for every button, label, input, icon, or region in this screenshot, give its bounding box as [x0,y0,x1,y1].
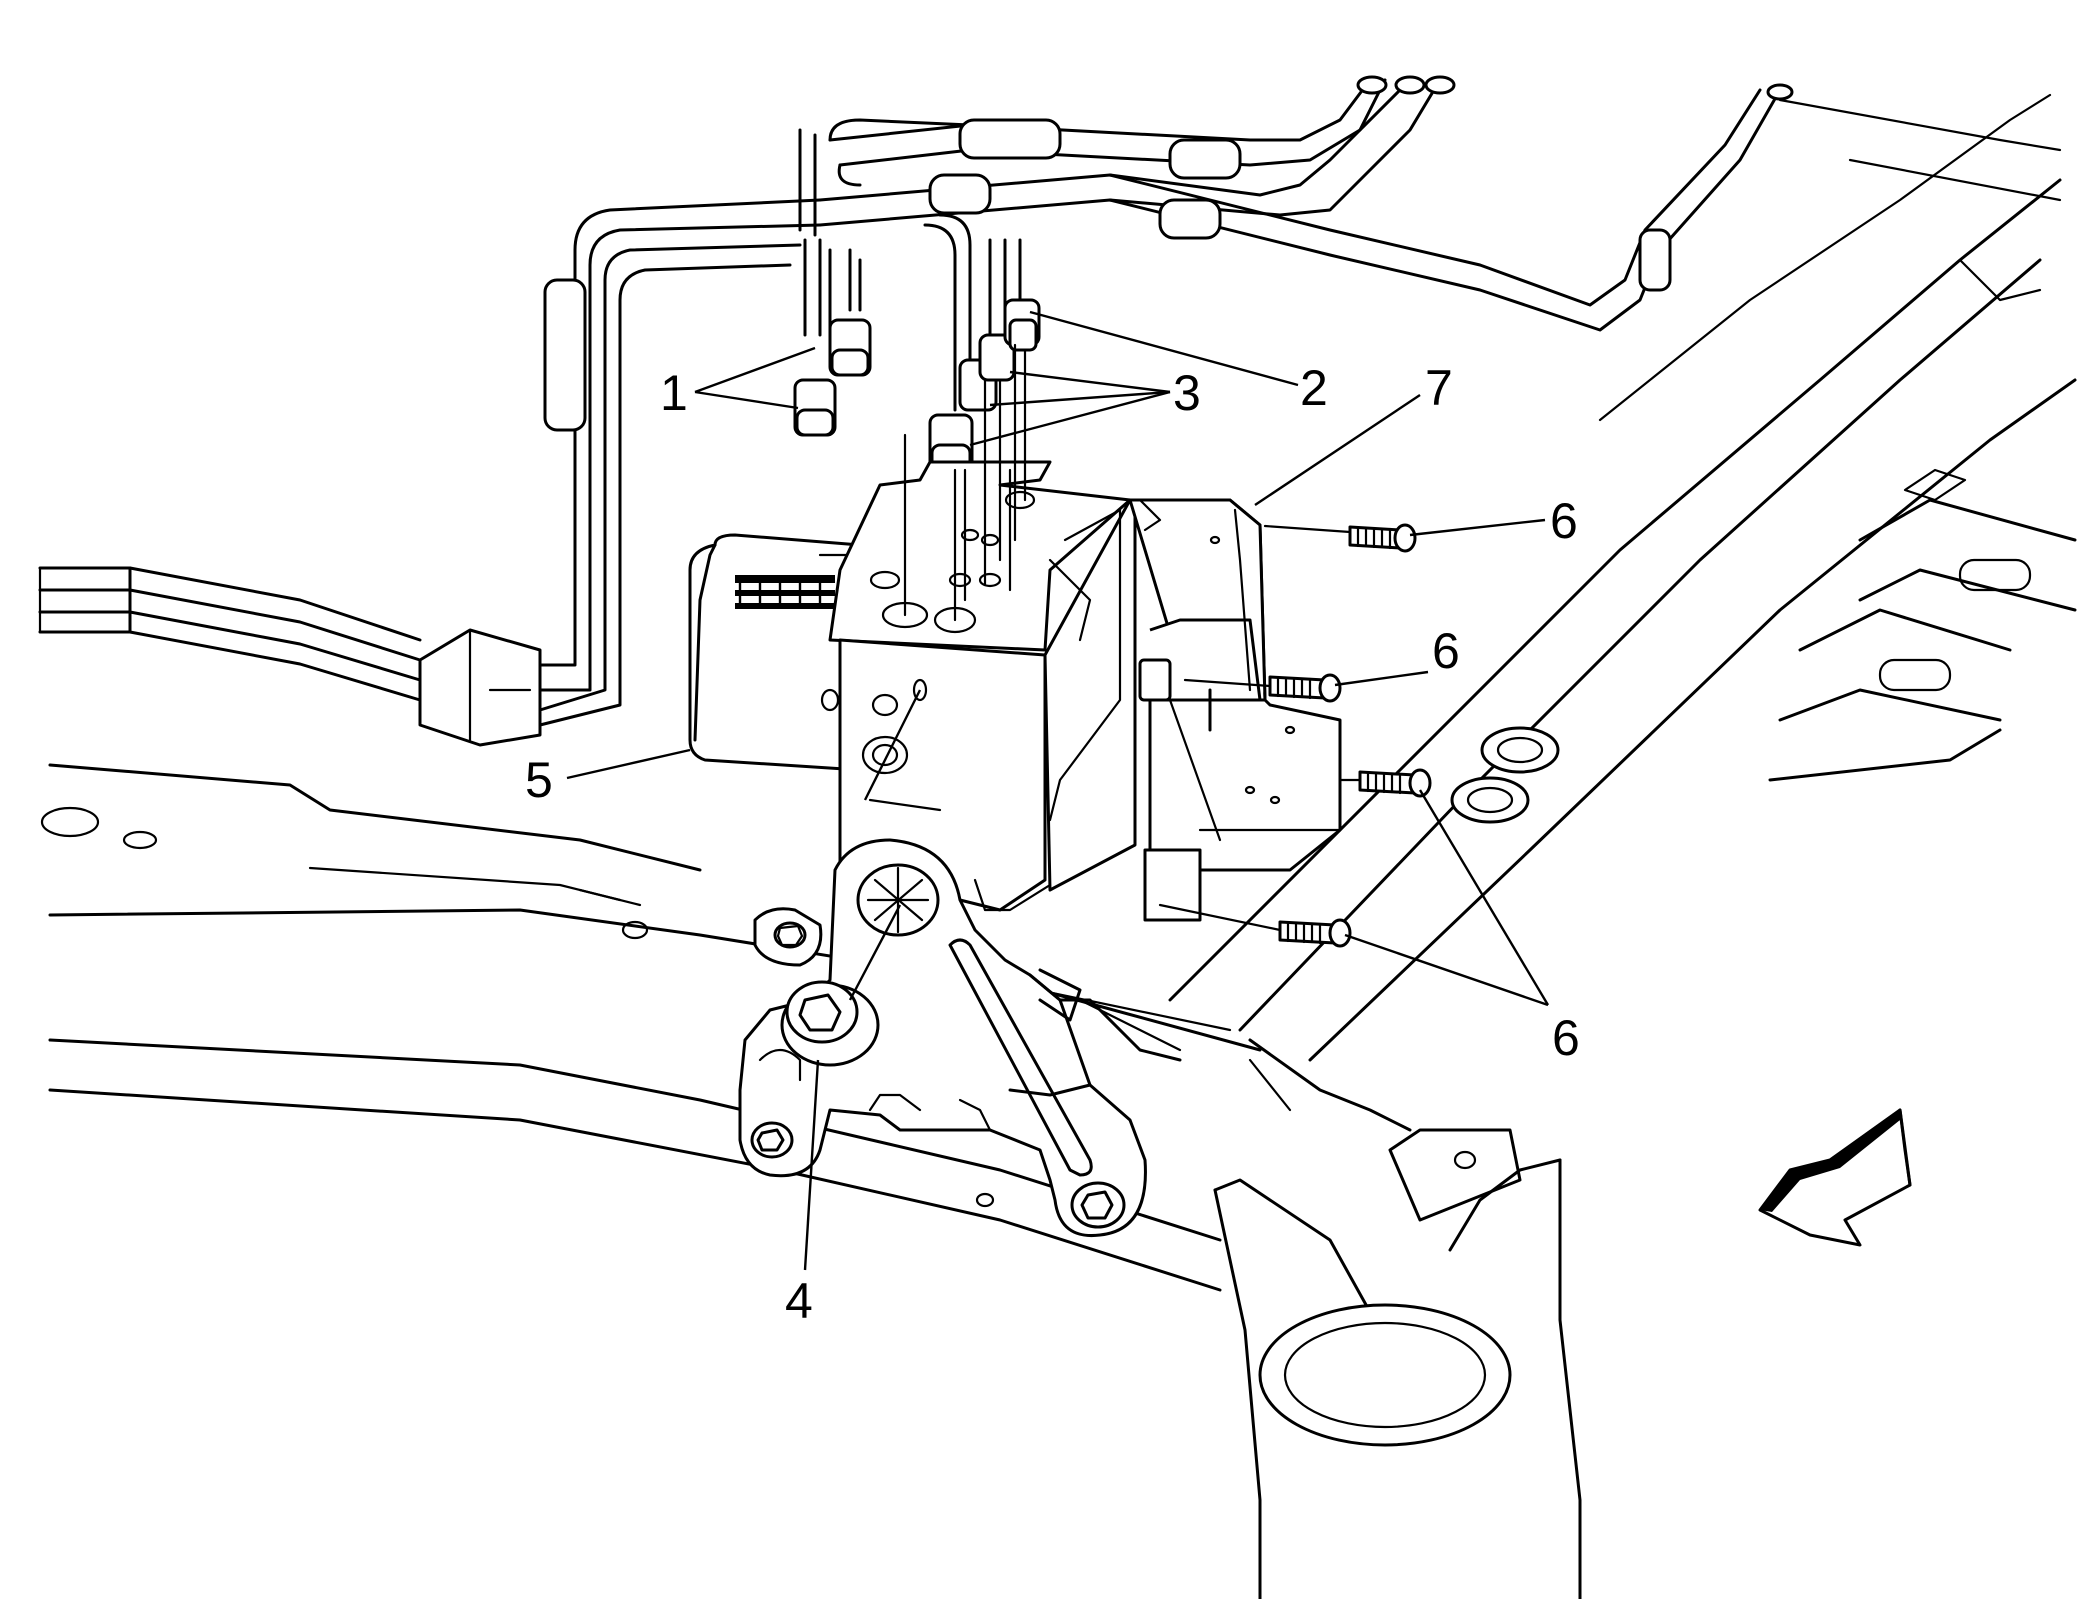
brake-lines [38,75,1794,747]
vehicle-frame [40,93,2077,1601]
abs-pump-motor [688,533,862,772]
arrow-down-left-icon [1758,1108,1912,1247]
bolt-middle [1268,673,1342,703]
bolt-right [1358,768,1432,798]
callout-3: 3 [1173,365,1201,421]
bracket-bolt [780,904,902,1067]
callout-4: 4 [785,1273,813,1329]
callout-2: 2 [1300,360,1328,416]
modulator-valve-block [820,343,1137,912]
control-module [1128,498,1342,922]
callout-5: 5 [525,752,553,808]
callout-leaders [566,310,1550,1271]
callout-6-upper: 6 [1550,493,1578,549]
mounting-bracket [738,838,1182,1238]
bolt-upper [1348,523,1417,553]
callout-7: 7 [1425,360,1453,416]
brake-line-fittings [793,298,1041,472]
bolt-lower [1278,918,1352,948]
callout-6-middle: 6 [1432,623,1460,679]
module-bolts [1158,523,1432,948]
callout-labels: 1 2 3 4 5 6 6 6 7 [525,360,1580,1329]
callout-1: 1 [660,365,688,421]
callout-6-lower: 6 [1552,1010,1580,1066]
